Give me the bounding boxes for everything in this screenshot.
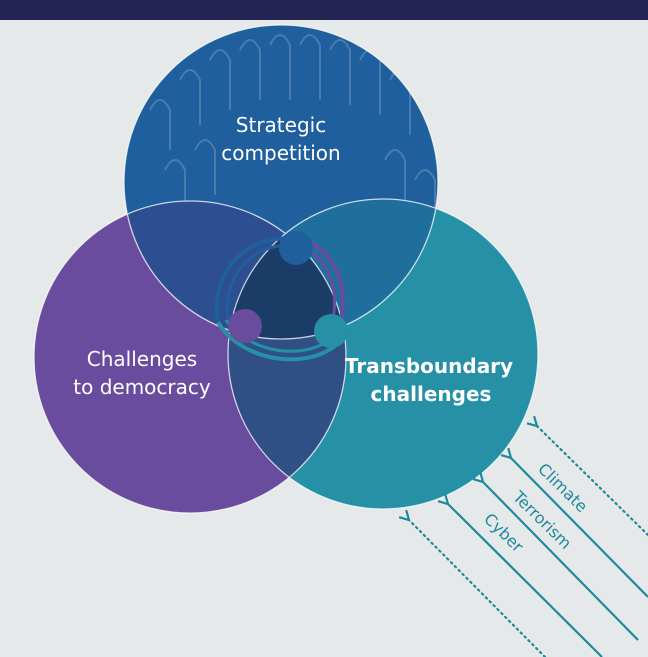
strategic-label-line2: competition: [221, 141, 340, 165]
circle-outlines: [33, 24, 539, 514]
cyber-dotted-arrow: [409, 520, 547, 657]
democracy-label-line2: to democracy: [73, 375, 211, 399]
transboundary-label-line2: challenges: [371, 382, 492, 406]
strategic-label-line1: Strategic: [236, 113, 326, 137]
transboundary-label-line1: Transboundary: [345, 354, 513, 378]
top-band: [0, 0, 648, 20]
climate-solid-arrow: [511, 458, 648, 598]
center-overlap: [228, 201, 346, 339]
democracy-label-line1: Challenges: [87, 347, 197, 371]
center-logo-icon: [214, 231, 348, 362]
